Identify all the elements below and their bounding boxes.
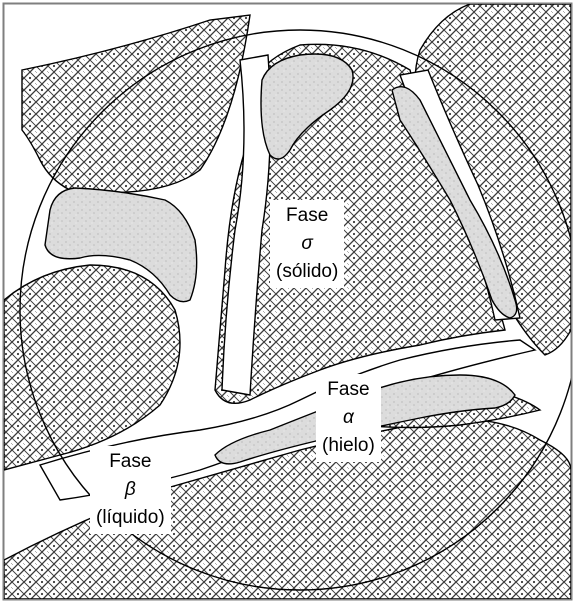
label-beta-symbol: β — [125, 479, 136, 500]
label-sigma-state: (sólido) — [276, 258, 338, 286]
label-beta: Fase β (líquido) — [90, 446, 171, 534]
label-sigma-symbol: σ — [301, 233, 312, 254]
label-beta-state: (líquido) — [96, 504, 165, 532]
label-sigma: Fase σ (sólido) — [270, 200, 344, 288]
label-beta-name: Fase — [96, 448, 165, 476]
label-sigma-name: Fase — [276, 202, 338, 230]
label-alpha-name: Fase — [322, 376, 375, 404]
label-alpha: Fase α (hielo) — [316, 374, 381, 462]
label-alpha-state: (hielo) — [322, 432, 375, 460]
label-alpha-symbol: α — [343, 407, 354, 428]
